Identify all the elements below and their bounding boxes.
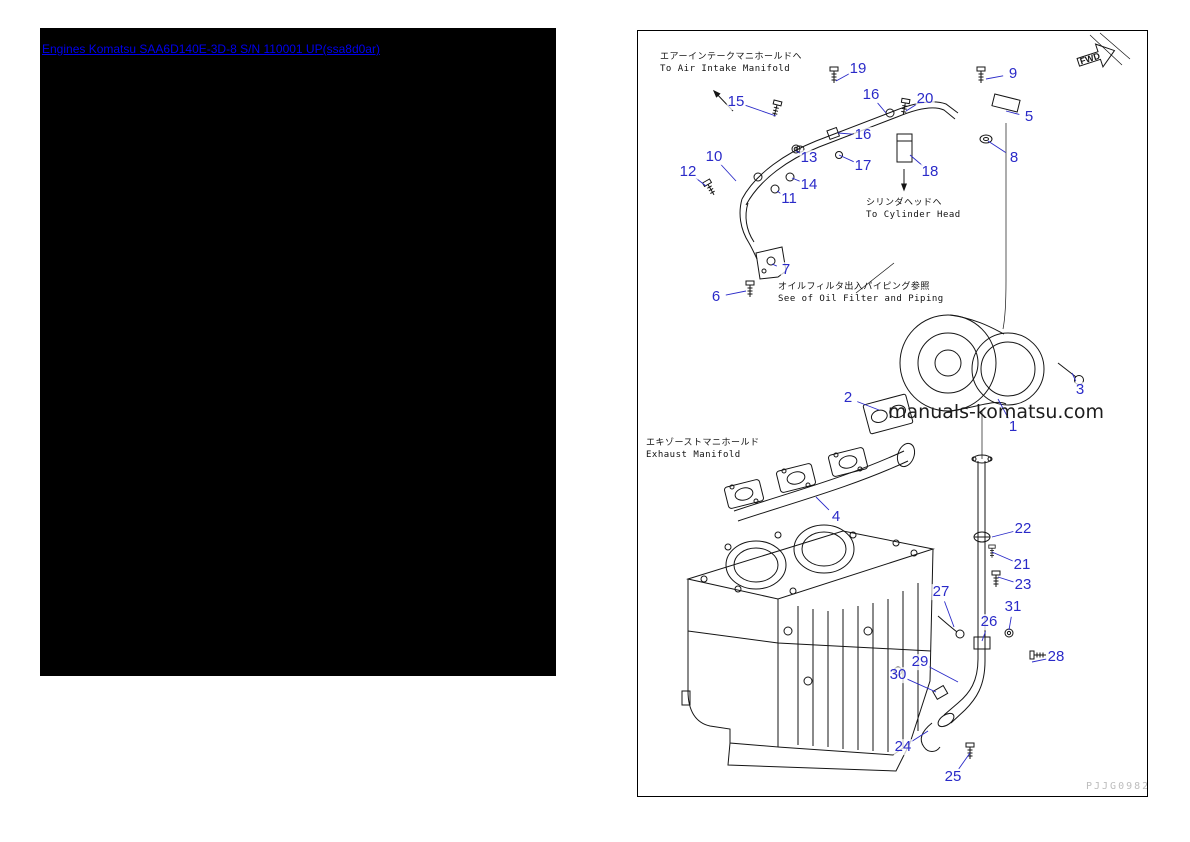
callout-number: 14 [799,176,819,194]
callout-number: 31 [1003,598,1023,616]
pdf-black-area [40,28,556,676]
callout-number: 20 [915,90,935,108]
callout-number: 13 [799,149,819,167]
callout-number: 8 [1008,149,1020,167]
callout-number: 24 [893,738,913,756]
callout-number: 18 [920,163,940,181]
callout-number: 19 [848,60,868,78]
callout-number: 16 [853,126,873,144]
callout-number: 27 [931,583,951,601]
callout-number: 25 [943,768,963,786]
catalog-link[interactable]: Engines Komatsu SAA6D140E-3D-8 S/N 11000… [42,42,380,56]
exhaust-manifold-art [724,442,916,522]
engine-block-art [681,524,935,772]
callout-number: 3 [1074,381,1086,399]
callout-number: 9 [1007,65,1019,83]
page-corner-marks [1089,32,1131,66]
parts-diagram-panel: FWD [637,30,1148,797]
callout-number: 1 [1007,418,1019,436]
callout-number: 29 [910,653,930,671]
drawing-code: PJJG0982 [1086,781,1148,792]
watermark: manuals-komatsu.com [888,401,1105,423]
intake-pipe [741,101,959,200]
callout-number: 17 [853,157,873,175]
callout-number: 10 [704,148,724,166]
callout-number: 12 [678,163,698,181]
callout-number: 2 [842,389,854,407]
callout-number: 6 [710,288,722,306]
callout-number: 30 [888,666,908,684]
callout-number: 7 [780,261,792,279]
callout-number: 26 [979,613,999,631]
callout-number: 15 [726,93,746,111]
callout-number: 5 [1023,108,1035,126]
callout-number: 16 [861,86,881,104]
callout-number: 21 [1012,556,1032,574]
callout-number: 4 [830,508,842,526]
callout-number: 11 [780,190,798,208]
callout-number: 22 [1013,520,1033,538]
engine-line-art: FWD [681,32,1131,772]
callout-number: 23 [1013,576,1033,594]
callout-number: 28 [1046,648,1066,666]
leader-lines [695,73,1077,770]
